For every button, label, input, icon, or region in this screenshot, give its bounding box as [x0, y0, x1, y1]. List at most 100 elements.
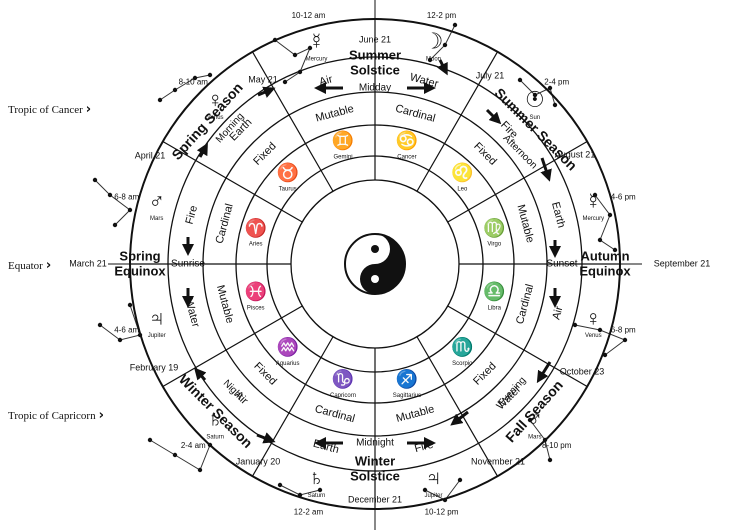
star-icon	[112, 222, 118, 228]
element-label: Air	[550, 305, 565, 321]
constellation-icon	[159, 74, 211, 101]
hour-label: 8-10 pm	[542, 441, 572, 450]
star-icon	[172, 87, 178, 93]
arrow-icon	[194, 367, 207, 381]
sign-cancer: ♋ Cancer	[396, 129, 418, 160]
quality-label: Fixed	[251, 360, 279, 388]
sun-icon: ☉	[525, 87, 545, 112]
sign-label: Gemini	[334, 154, 353, 160]
planet-label: Jupiter	[424, 493, 442, 499]
sign-label: Leo	[457, 186, 468, 192]
arrow-icon	[485, 108, 502, 125]
element-label: Earth	[312, 438, 341, 456]
sign-taurus: ♉Taurus	[276, 161, 298, 192]
date-label: December 21	[348, 494, 402, 504]
saturn-icon: ♄	[308, 465, 325, 490]
scorpio-icon: ♏	[451, 336, 473, 357]
sign-label: Taurus	[279, 186, 297, 192]
date-label: August 21	[555, 149, 596, 159]
sagittarius-icon: ♐	[396, 368, 418, 389]
evening-label: Evening	[496, 375, 528, 409]
sign-aquarius: ♒Aquarius	[276, 336, 300, 367]
sector-divider	[162, 305, 303, 388]
planet-label: Jupiter	[148, 333, 166, 339]
date-label: March 21	[69, 258, 107, 268]
libra-icon: ♎	[483, 281, 505, 302]
sign-leo: ♌Leo	[451, 161, 473, 192]
yin-yang-icon	[344, 233, 406, 295]
planet-jupiter: ♃Jupiter	[424, 465, 442, 499]
planet-mercury: ☿Mercury	[582, 188, 604, 222]
star-icon	[292, 52, 298, 58]
star-icon	[527, 417, 533, 423]
hour-label: 6-8 pm	[611, 326, 636, 335]
planet-label: Saturn	[308, 493, 326, 499]
date-label: April 21	[135, 150, 166, 160]
planet-moon: ☽Moon	[424, 29, 444, 63]
star-icon	[452, 22, 458, 28]
element-label: Earth	[549, 201, 567, 230]
sector-divider	[416, 336, 499, 477]
planet-label: Mars	[150, 216, 163, 222]
arrow-icon	[196, 142, 208, 158]
constellation-icon	[94, 179, 131, 226]
planet-label: Saturn	[206, 434, 224, 440]
arrow-icon	[540, 157, 552, 182]
star-icon	[117, 337, 123, 343]
date-label: September 21	[654, 258, 711, 268]
cancer-icon: ♋	[396, 129, 418, 150]
chevron-right-icon: ›	[45, 258, 52, 273]
hour-label: 2-4 am	[181, 441, 206, 450]
star-icon	[597, 237, 603, 243]
planet-mars: ♂ Mars	[148, 188, 165, 222]
sunrise-label: Sunrise	[171, 259, 205, 270]
sector-divider	[447, 305, 588, 388]
quality-label: Fixed	[471, 140, 499, 168]
sign-pisces: ♓Pisces	[244, 281, 266, 312]
hour-label: 10-12 pm	[425, 507, 459, 516]
arrow-icon	[450, 410, 469, 426]
constellation-icon	[99, 304, 141, 341]
virgo-icon: ♍	[483, 217, 505, 238]
sign-label: Virgo	[487, 242, 502, 248]
star-icon	[172, 452, 178, 458]
jupiter-icon: ♃	[148, 305, 165, 330]
planet-saturn: ♄ Saturn	[308, 465, 326, 499]
element-label: Fire	[413, 439, 434, 455]
planet-mars: ♂Mars	[527, 407, 544, 441]
summer-solstice-title-line2: Solstice	[350, 62, 400, 77]
hour-label: 8-10 am	[179, 77, 209, 86]
sector-divider	[162, 140, 303, 223]
constellation-icon	[594, 194, 616, 251]
star-icon	[607, 212, 613, 218]
hour-label: 4-6 am	[114, 326, 139, 335]
chevron-right-icon: ›	[98, 408, 104, 423]
saturn-icon: ♄	[207, 407, 224, 432]
star-icon	[552, 102, 558, 108]
star-icon	[612, 247, 618, 253]
autumn-equinox-title-line1: Autumn	[580, 248, 629, 263]
star-icon	[427, 57, 433, 63]
sign-label: Cancer	[397, 154, 416, 160]
quality-label: Cardinal	[313, 403, 356, 425]
tropic-of-cancer-label: Tropic of Cancer›	[8, 102, 92, 117]
star-icon	[517, 77, 523, 83]
mars-icon: ♂	[148, 188, 165, 213]
star-icon	[547, 85, 553, 91]
star-icon	[107, 192, 113, 198]
hour-label: 10-12 am	[292, 11, 326, 20]
autumn-equinox-title-line2: Equinox	[579, 263, 631, 278]
sign-libra: ♎Libra	[483, 281, 505, 312]
sector-divider	[447, 140, 588, 223]
midday-label: Midday	[359, 83, 391, 94]
star-icon	[457, 477, 463, 483]
moon-icon: ☽	[424, 29, 444, 54]
quality-label: Fixed	[251, 140, 279, 168]
capricorn-icon: ♑	[332, 368, 354, 389]
spring-equinox-title-line1: Spring	[119, 248, 160, 263]
quality-label: Cardinal	[214, 202, 236, 245]
